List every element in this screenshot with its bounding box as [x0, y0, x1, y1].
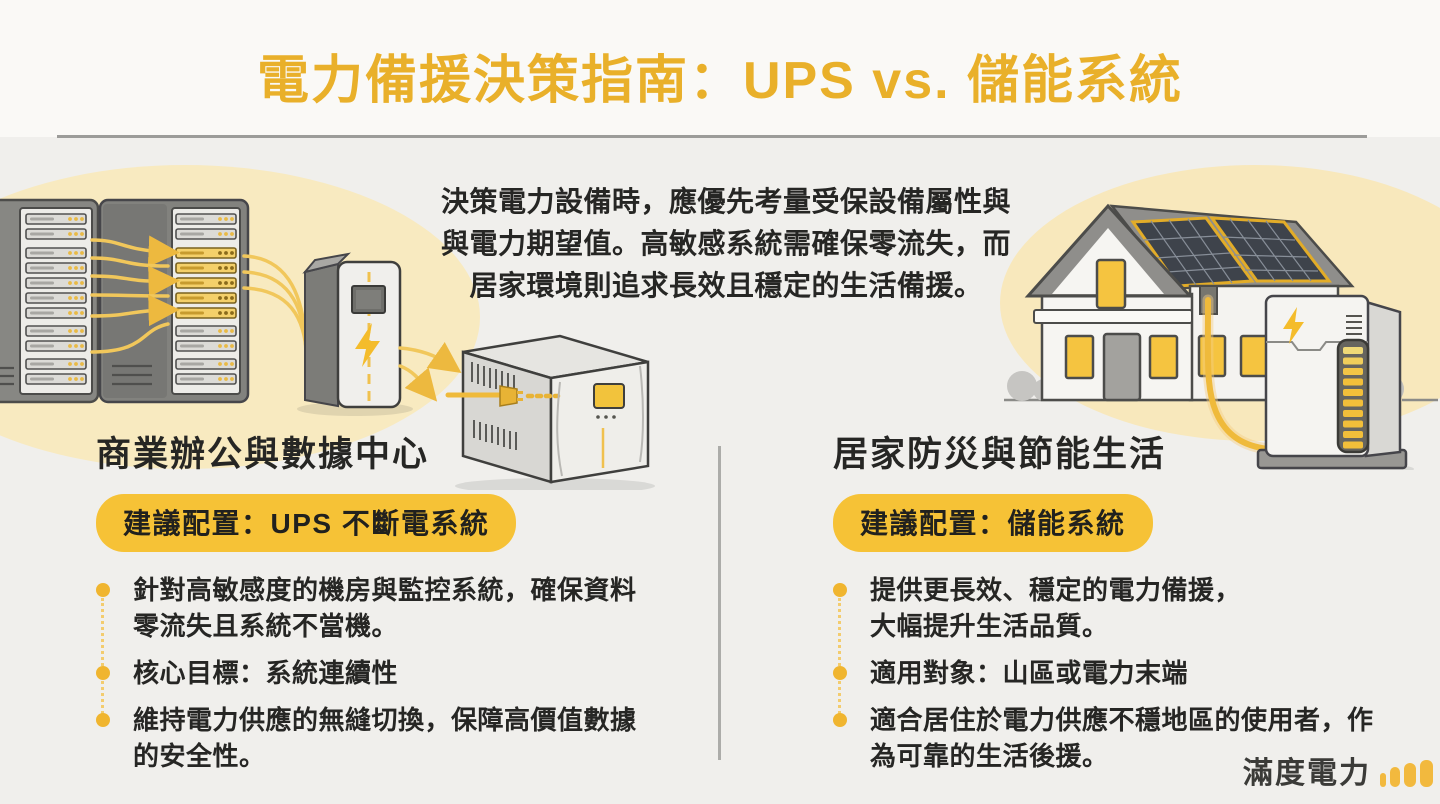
battery-bars-icon [1380, 760, 1433, 792]
list-item: 適合居住於電力供應不穩地區的使用者，作 為可靠的生活後援。 [833, 702, 1425, 774]
bullet-dot-icon [833, 666, 847, 680]
bullet-text: 核心目標：系統連續性 [133, 658, 399, 688]
output-cables [398, 342, 462, 402]
bullet-text: 適用對象：山區或電力末端 [870, 658, 1189, 688]
list-item: 核心目標：系統連續性 [96, 655, 686, 691]
desktop-ups [445, 334, 655, 490]
right-column: 居家防災與節能生活 建議配置：儲能系統 提供更長效、穩定的電力備援， 大幅提升生… [833, 426, 1425, 785]
datacenter-illustration [0, 165, 655, 490]
list-item: 提供更長效、穩定的電力備援， 大幅提升生活品質。 [833, 572, 1425, 644]
column-divider [718, 446, 721, 760]
list-item: 適用對象：山區或電力末端 [833, 655, 1425, 691]
brand-logo: 滿度電力 [1243, 748, 1433, 792]
header-band [0, 0, 1440, 137]
right-recommendation-badge: 建議配置：儲能系統 [833, 494, 1153, 552]
lightning-bolt-icon [355, 323, 380, 367]
bullet-text: 適合居住於電力供應不穩地區的使用者，作 為可靠的生活後援。 [870, 705, 1374, 771]
title-divider [57, 135, 1367, 138]
bullet-text: 提供更長效、穩定的電力備援， 大幅提升生活品質。 [870, 575, 1242, 641]
bullet-text: 維持電力供應的無縫切換，保障高價值數據 的安全性。 [133, 705, 637, 771]
door [1102, 332, 1142, 402]
lightning-bolt-icon [1283, 307, 1304, 344]
ups-screen [593, 383, 625, 409]
ledge [1033, 309, 1193, 324]
data-cables [90, 235, 180, 354]
right-bullet-list: 提供更長效、穩定的電力備援， 大幅提升生活品質。 適用對象：山區或電力末端 適合… [833, 572, 1425, 774]
left-column: 商業辦公與數據中心 建議配置：UPS 不斷電系統 針對高敏感度的機房與監控系統，… [96, 426, 686, 785]
home-energy-illustration [1000, 165, 1440, 470]
left-recommendation-badge: 建議配置：UPS 不斷電系統 [96, 494, 517, 552]
windows-and-door [1064, 332, 1269, 402]
bullet-text: 針對高敏感度的機房與監控系統，確保資料 零流失且系統不當機。 [133, 575, 637, 641]
list-item: 維持電力供應的無縫切換，保障高價值數據 的安全性。 [96, 702, 686, 774]
bullet-dot-icon [833, 583, 847, 597]
left-heading: 商業辦公與數據中心 [96, 435, 430, 474]
vent-grille [471, 362, 517, 450]
page-title: 電力備援決策指南：UPS vs. 儲能系統 [256, 52, 1184, 110]
bullet-dot-icon [96, 666, 110, 680]
intro-paragraph: 決策電力設備時，應優先考量受保設備屬性與 與電力期望值。高敏感系統需確保零流失，… [440, 186, 1011, 301]
battery-storage-unit [1256, 294, 1414, 470]
list-item: 針對高敏感度的機房與監控系統，確保資料 零流失且系統不當機。 [96, 572, 686, 644]
ups-tower [297, 252, 413, 416]
vent-grille [1346, 315, 1362, 335]
server-rack-right [98, 198, 250, 404]
bullet-dot-icon [96, 713, 110, 727]
right-heading: 居家防災與節能生活 [833, 435, 1167, 474]
bullet-dot-icon [96, 583, 110, 597]
power-cable [1202, 294, 1274, 455]
power-plug-icon [445, 385, 561, 407]
server-rack-left [0, 198, 100, 404]
brand-name: 滿度電力 [1243, 757, 1371, 790]
bullet-dot-icon [833, 713, 847, 727]
battery-level-indicator-icon [1336, 338, 1370, 454]
gable-window [1095, 258, 1127, 310]
solar-panels [1130, 216, 1333, 288]
left-bullet-list: 針對高敏感度的機房與監控系統，確保資料 零流失且系統不當機。 核心目標：系統連續… [96, 572, 686, 774]
